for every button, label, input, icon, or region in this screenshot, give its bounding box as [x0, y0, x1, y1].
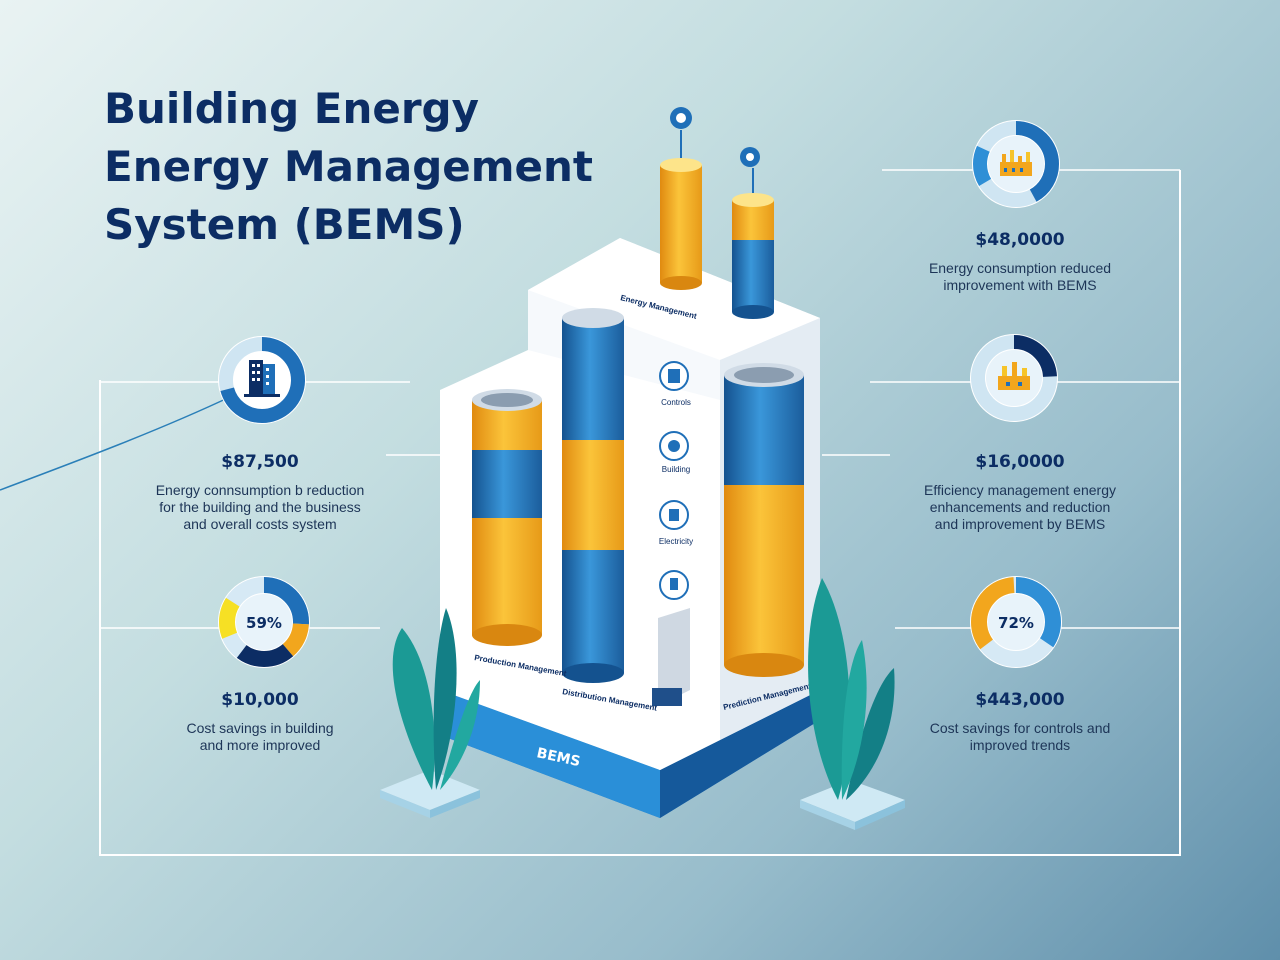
building-icon — [244, 360, 280, 397]
stat-panel-right-2: $16,0000 Efficiency management energy en… — [880, 452, 1160, 533]
industry-icon — [1000, 150, 1032, 176]
stat-value: $87,500 — [221, 452, 299, 472]
industry-donut-1 — [972, 120, 1060, 208]
percent-donut-left: 59% — [218, 576, 310, 668]
stat-value: $443,000 — [975, 690, 1065, 710]
stat-description: Efficiency management energy enhancement… — [924, 482, 1116, 532]
title-line-1: Building Energy — [104, 84, 479, 133]
stat-panel-left-1: $87,500 Energy connsumption b reduction … — [120, 452, 400, 533]
svg-text:Controls: Controls — [661, 398, 691, 407]
stat-description: Energy consumption reduced improvement w… — [928, 260, 1112, 293]
stat-value: $48,0000 — [975, 230, 1065, 250]
title-line-2: Energy Management — [104, 142, 594, 191]
stat-description: Cost savings for controls and improved t… — [929, 720, 1111, 753]
percent-label: 72% — [998, 614, 1034, 632]
orange-chimney — [660, 107, 702, 290]
svg-text:Electricity: Electricity — [659, 537, 693, 546]
stat-panel-right-1: $48,0000 Energy consumption reduced impr… — [880, 230, 1160, 294]
page-title: Building Energy Energy Management System… — [104, 80, 664, 254]
svg-text:Building: Building — [662, 465, 690, 474]
stat-panel-left-2: $10,000 Cost savings in building and mor… — [120, 690, 400, 754]
storage-cylinder-2 — [562, 308, 624, 683]
component-icons: Controls Building Electricity — [659, 361, 693, 600]
industry-icon — [998, 362, 1030, 390]
stat-panel-right-3: $443,000 Cost savings for controls and i… — [880, 690, 1160, 754]
blue-chimney — [732, 147, 774, 319]
stat-description: Energy connsumption b reduction for the … — [155, 482, 365, 532]
storage-cylinder-1 — [472, 389, 542, 646]
industry-donut-2 — [970, 334, 1058, 422]
stat-description: Cost savings in building and more improv… — [186, 720, 334, 753]
plant-left — [380, 608, 480, 818]
pipe — [658, 608, 690, 698]
percent-label: 59% — [246, 614, 282, 632]
percent-donut-right: 72% — [970, 576, 1062, 668]
stat-value: $16,0000 — [975, 452, 1065, 472]
storage-cylinder-3 — [724, 363, 804, 677]
stat-value: $10,000 — [221, 690, 299, 710]
plant-right — [800, 578, 905, 830]
building-donut — [218, 336, 306, 424]
title-line-3: System (BEMS) — [104, 200, 465, 249]
